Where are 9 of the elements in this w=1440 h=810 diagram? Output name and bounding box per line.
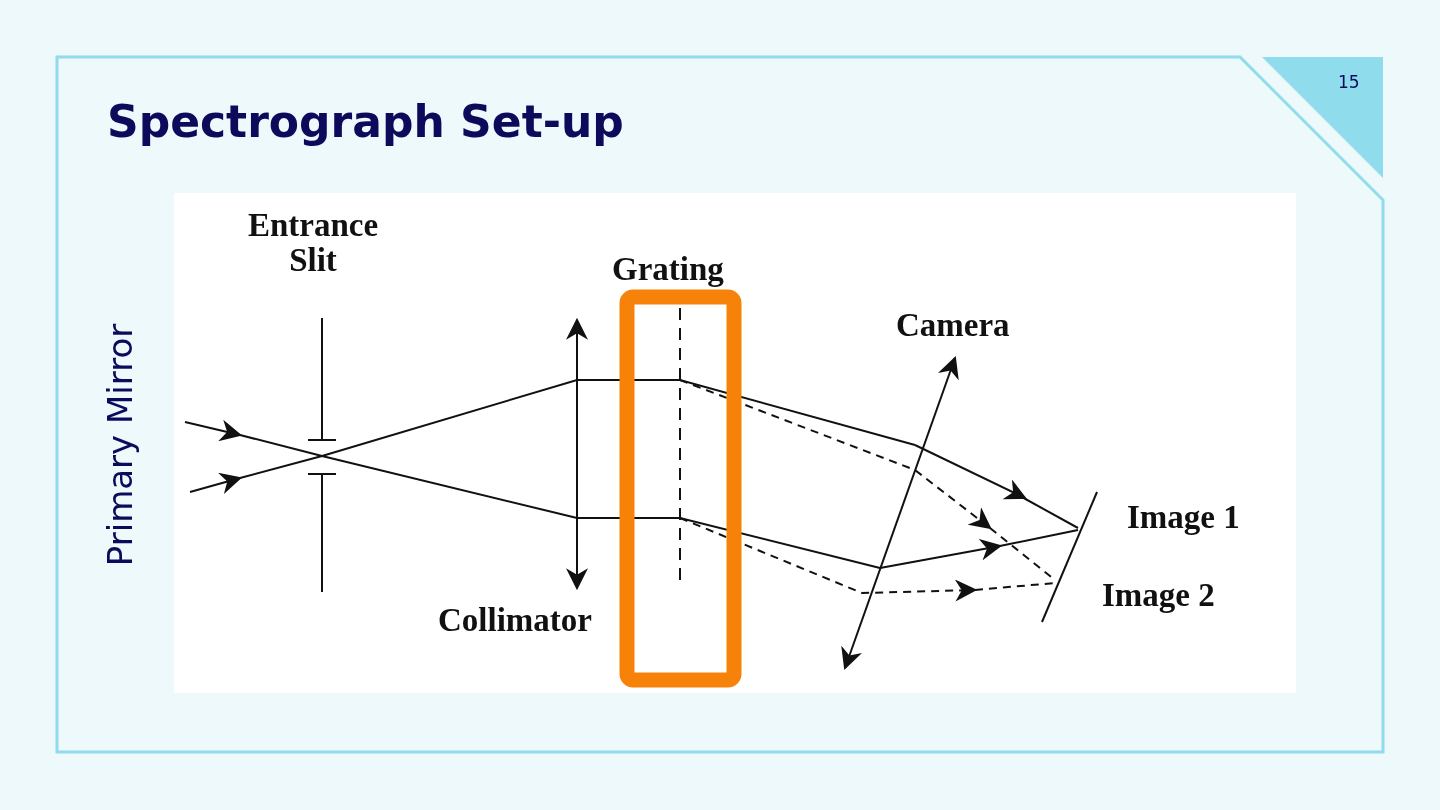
slide-number: 15 <box>1338 72 1360 92</box>
component-label: Collimator <box>437 603 593 638</box>
component-label: Image 1 <box>1127 500 1240 535</box>
slide-title: Spectrograph Set-up <box>107 96 624 147</box>
side-label: Primary Mirror <box>100 323 141 567</box>
component-label: Image 2 <box>1102 578 1215 613</box>
component-label: Entrance Slit <box>246 208 380 278</box>
component-label: Grating <box>612 252 724 287</box>
component-label: Camera <box>896 308 1010 343</box>
